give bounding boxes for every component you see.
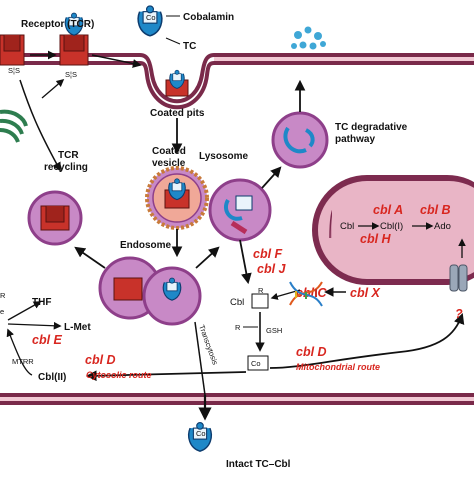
degraded-fragments: [291, 26, 326, 50]
arrow-lysosome-to-degradation: [261, 166, 282, 189]
arrow-mtrr-cycle: [6, 328, 33, 376]
arrow-recycle-to-membrane: [41, 78, 65, 99]
golgi-apparatus: [0, 109, 28, 143]
arrow-cytosolic-route: [85, 370, 247, 382]
arrow-lysosome-to-cytosol: [239, 239, 252, 285]
mito-cbl-label: Cbl: [340, 221, 354, 232]
gene-cblD-right: cbl D: [296, 345, 327, 359]
tc-cobalamin-complex: Co: [137, 5, 163, 37]
mitochondrion: [312, 175, 474, 285]
arrow-endosome-to-lysosome: [195, 246, 220, 269]
coated-pit-complex: [165, 69, 189, 97]
coated-vesicle: [145, 166, 209, 230]
receptor-tc-ss: S¦S: [65, 70, 77, 79]
l-met-label: L-Met: [64, 322, 91, 333]
plasma-membrane-top-inner: [0, 61, 474, 110]
thf-label: THF: [32, 297, 51, 308]
r-lower-label: R: [235, 323, 241, 332]
tc-degradative-vesicle: [271, 111, 329, 169]
intact-tc-cbl-label: Intact TC–Cbl: [226, 459, 291, 470]
tc-label: TC: [183, 41, 196, 52]
membrane-fill: [214, 57, 474, 61]
mito-ado-label: Ado: [434, 221, 451, 232]
membrane-bottom-fill: [0, 397, 474, 401]
gene-cblX: cbl X: [350, 286, 381, 300]
svg-text:Co: Co: [146, 13, 156, 22]
mtrr-label: MTRR: [12, 357, 34, 366]
arrow-endosome-to-recycling: [74, 246, 106, 269]
cytosolic-route-label: Cytosolic route: [86, 370, 152, 380]
endosome-label: Endosome: [120, 240, 172, 251]
gene-cblJ: cbl J: [257, 262, 287, 276]
transcytosis-line: [194, 321, 206, 396]
dna-helix-icon: [289, 281, 323, 307]
gene-cblA: cbl A: [373, 203, 403, 217]
cbl-corrin-ring: [251, 293, 269, 309]
arrow-left-down: [19, 79, 61, 172]
co-ii-label: Co: [251, 359, 261, 368]
gene-cblB: cbl B: [420, 203, 451, 217]
cbl-ii-label: Cbl(II): [38, 372, 66, 383]
gene-cblE: cbl E: [32, 333, 63, 347]
coated-vesicle-label-1: Coated: [152, 146, 186, 157]
gene-cblF: cbl F: [253, 247, 283, 261]
arrow-to-lmet: [7, 321, 62, 330]
gene-cblC: cbl C: [296, 286, 328, 300]
tc-pointer: [165, 37, 181, 45]
receptor-left: [0, 34, 25, 66]
svg-text:Co: Co: [196, 429, 206, 438]
receptor-left-ss: S¦S: [8, 66, 20, 75]
mitochondrial-route-label: Mitochondrial route: [296, 362, 380, 372]
coated-vesicle-label-2: vesicle: [152, 158, 186, 169]
cbl-label: Cbl: [230, 297, 244, 308]
tcr-recycling-label-1: TCR: [58, 150, 79, 161]
r-upper-label: R: [258, 286, 264, 295]
receptor-label: Receptor (TCR): [21, 19, 94, 30]
arrow-mitochondrial-route: [269, 312, 465, 369]
tc-degradative-label-2: pathway: [335, 134, 375, 145]
gene-cblD-left: cbl D: [85, 353, 116, 367]
plasma-membrane-top-outer: [0, 53, 474, 104]
endosome: [98, 256, 202, 326]
lysosome: [208, 178, 272, 242]
left-e-label: e: [0, 307, 4, 316]
cobalamin-label: Cobalamin: [183, 12, 234, 23]
tc-degradative-label-1: TC degradative: [335, 122, 408, 133]
intact-tc-cbl-complex: Co: [187, 421, 213, 452]
cob-ii-ring: [247, 355, 269, 371]
left-r-label: R: [0, 291, 6, 300]
arrow-to-pit: [91, 54, 142, 68]
coated-pits-label: Coated pits: [150, 108, 205, 119]
lysosome-label: Lysosome: [199, 151, 249, 162]
gene-cblH: cbl H: [360, 232, 392, 246]
tcr-recycling-vesicle: [27, 190, 83, 246]
question-mark: ?: [455, 307, 463, 321]
tcr-recycling-label-2: recycling: [44, 162, 88, 173]
receptor-with-tc: [59, 12, 89, 66]
mito-transporter: [449, 264, 468, 292]
arrow-to-thf: [7, 301, 42, 321]
gsh-label: GSH: [266, 326, 282, 335]
mito-cbl-i-label: Cbl(I): [380, 221, 403, 232]
